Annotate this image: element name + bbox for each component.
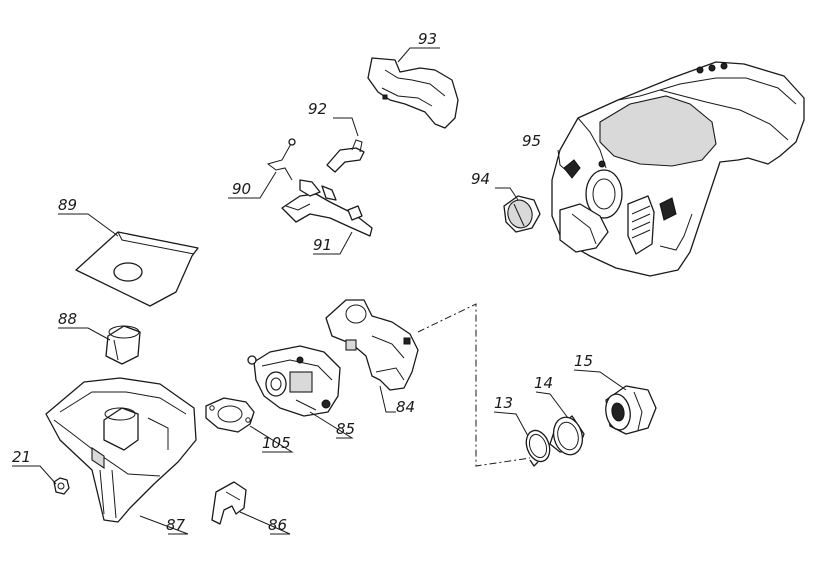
- part-13-clamp: [525, 429, 551, 467]
- callout-95: 95: [522, 132, 541, 150]
- callout-94: 94: [471, 170, 490, 188]
- callout-14: 14: [534, 374, 553, 392]
- callout-87: 87: [166, 516, 186, 534]
- part-90-spring: [266, 138, 296, 181]
- callout-labels: 93 92 95 94 89 90 91 88 84 15 14 13 85 1…: [12, 30, 593, 534]
- part-86-clip: [211, 481, 247, 525]
- callout-84: 84: [396, 398, 415, 416]
- part-15-intake-boot: [605, 385, 657, 435]
- part-93-bracket: [367, 57, 459, 129]
- callout-15: 15: [574, 352, 593, 370]
- callout-85: 85: [336, 420, 355, 438]
- callout-90: 90: [232, 180, 251, 198]
- part-87-airbox: [45, 377, 197, 523]
- callout-91: 91: [313, 236, 332, 254]
- leader-lines: [12, 47, 627, 535]
- assembly-line: [417, 303, 531, 467]
- part-94-knob: [503, 195, 541, 233]
- callout-92: 92: [308, 100, 327, 118]
- part-84-intake-bracket: [325, 299, 419, 391]
- part-85-carburetor: [247, 345, 341, 417]
- part-14-sleeve: [549, 415, 585, 456]
- callout-105: 105: [262, 434, 291, 452]
- callout-88: 88: [58, 310, 77, 328]
- part-89-filter-plate: [75, 231, 199, 307]
- part-21-nut: [53, 477, 70, 495]
- callout-21: 21: [12, 448, 31, 466]
- callout-93: 93: [418, 30, 437, 48]
- part-95-top-cover: [551, 61, 805, 277]
- callout-86: 86: [268, 516, 287, 534]
- part-91-shaft: [281, 179, 373, 237]
- callout-89: 89: [58, 196, 77, 214]
- part-92-bracket: [326, 139, 365, 173]
- part-88-foam: [105, 325, 141, 365]
- part-105-gasket: [205, 397, 255, 433]
- callout-13: 13: [494, 394, 513, 412]
